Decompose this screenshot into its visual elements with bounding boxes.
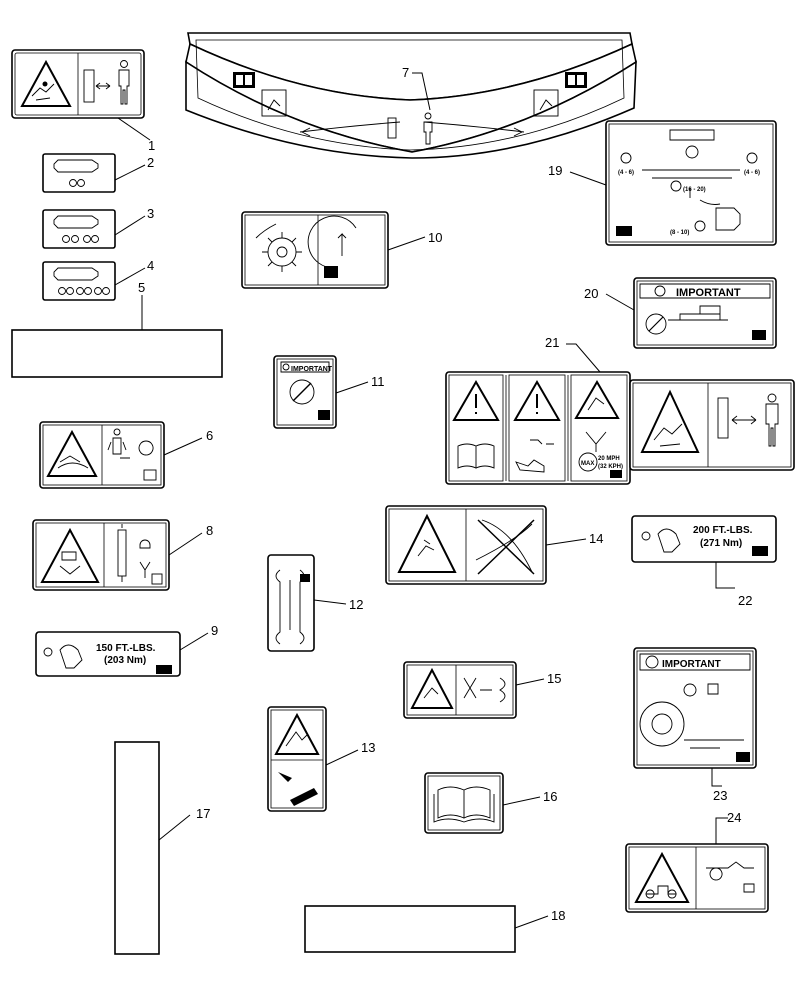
important-title: IMPORTANT: [291, 366, 333, 373]
book-icon: [736, 752, 750, 762]
decal-6: [39, 421, 165, 489]
decal-15: [403, 661, 517, 719]
decal-7: [185, 32, 637, 159]
decal-13: [267, 706, 327, 812]
decal-22: 200 FT.-LBS. (271 Nm): [631, 515, 777, 563]
callout-23: 23: [713, 788, 727, 803]
decal-4: [42, 261, 116, 301]
torque-range-label: (8 - 10): [670, 230, 689, 236]
torque-range-label: (4 - 6): [744, 170, 760, 176]
callout-14: 14: [589, 531, 603, 546]
decal-10: [241, 211, 389, 289]
torque-metric-label: (203 Nm): [104, 655, 146, 666]
important-title: IMPORTANT: [676, 287, 741, 299]
book-icon: [752, 546, 768, 556]
callout-6: 6: [206, 428, 213, 443]
callout-13: 13: [361, 740, 375, 755]
book-icon: [565, 72, 587, 88]
decal-20: IMPORTANT: [633, 277, 777, 349]
callout-18: 18: [551, 908, 565, 923]
book-icon: [318, 410, 330, 420]
callout-numbers: 1 2 3 4 5 6 7 8 9 10 11 12 13 14 15 16 1…: [138, 65, 752, 923]
important-title: IMPORTANT: [662, 659, 721, 670]
callout-2: 2: [147, 155, 154, 170]
decal-11: IMPORTANT: [273, 355, 337, 429]
decal-1: [11, 49, 145, 119]
callout-15: 15: [547, 671, 561, 686]
decal-12: [267, 554, 315, 652]
decal-21: MAX 20 MPH (32 KPH): [445, 371, 631, 485]
callout-17: 17: [196, 806, 210, 821]
callout-21: 21: [545, 335, 559, 350]
decal-3: [42, 209, 116, 249]
decal-8: [32, 519, 170, 591]
callout-16: 16: [543, 789, 557, 804]
decal-16: [424, 772, 504, 834]
warning-triangle-icon: [20, 59, 72, 107]
callout-3: 3: [147, 206, 154, 221]
book-icon: [610, 470, 622, 478]
callout-1: 1: [148, 138, 155, 153]
book-icon: [752, 330, 766, 340]
rotor-icon: [255, 223, 302, 272]
book-icon: [616, 226, 632, 236]
decal-9: 150 FT.-LBS. (203 Nm): [35, 631, 181, 677]
callout-24: 24: [727, 810, 741, 825]
speed-metric-label: (32 KPH): [598, 464, 623, 470]
torque-metric-label: (271 Nm): [700, 538, 742, 549]
book-icon: [324, 266, 338, 278]
speed-label: 20 MPH: [598, 456, 620, 462]
callout-10: 10: [428, 230, 442, 245]
warning-triangle-icon: [46, 429, 98, 477]
person-icon: [118, 60, 130, 105]
book-icon: [433, 786, 495, 823]
decal-19: (4 - 6) (4 - 6) (16 - 20) (8 - 10): [605, 120, 777, 246]
torque-value-label: 200 FT.-LBS.: [693, 525, 753, 536]
max-label: MAX: [581, 461, 594, 467]
decal-18: [304, 905, 516, 953]
callout-19: 19: [548, 163, 562, 178]
decal-5: [11, 329, 223, 378]
book-icon: [156, 665, 172, 674]
callout-11: 11: [371, 374, 385, 389]
callout-22: 22: [738, 593, 752, 608]
leader-lines: [114, 72, 735, 929]
decal-24: [625, 843, 769, 913]
decal-17: [114, 741, 160, 955]
callout-5: 5: [138, 280, 145, 295]
decal-21-side-panel: [629, 379, 795, 471]
callout-12: 12: [349, 597, 363, 612]
callout-20: 20: [584, 286, 598, 301]
torque-range-label: (16 - 20): [683, 187, 706, 193]
callout-4: 4: [147, 258, 154, 273]
callout-9: 9: [211, 623, 218, 638]
decal-2: [42, 153, 116, 193]
decal-23: IMPORTANT: [633, 647, 757, 769]
torque-range-label: (4 - 6): [618, 170, 634, 176]
torque-value-label: 150 FT.-LBS.: [96, 643, 156, 654]
callout-7: 7: [402, 65, 409, 80]
book-icon: [233, 72, 255, 88]
callout-8: 8: [206, 523, 213, 538]
decal-14: [385, 505, 547, 585]
